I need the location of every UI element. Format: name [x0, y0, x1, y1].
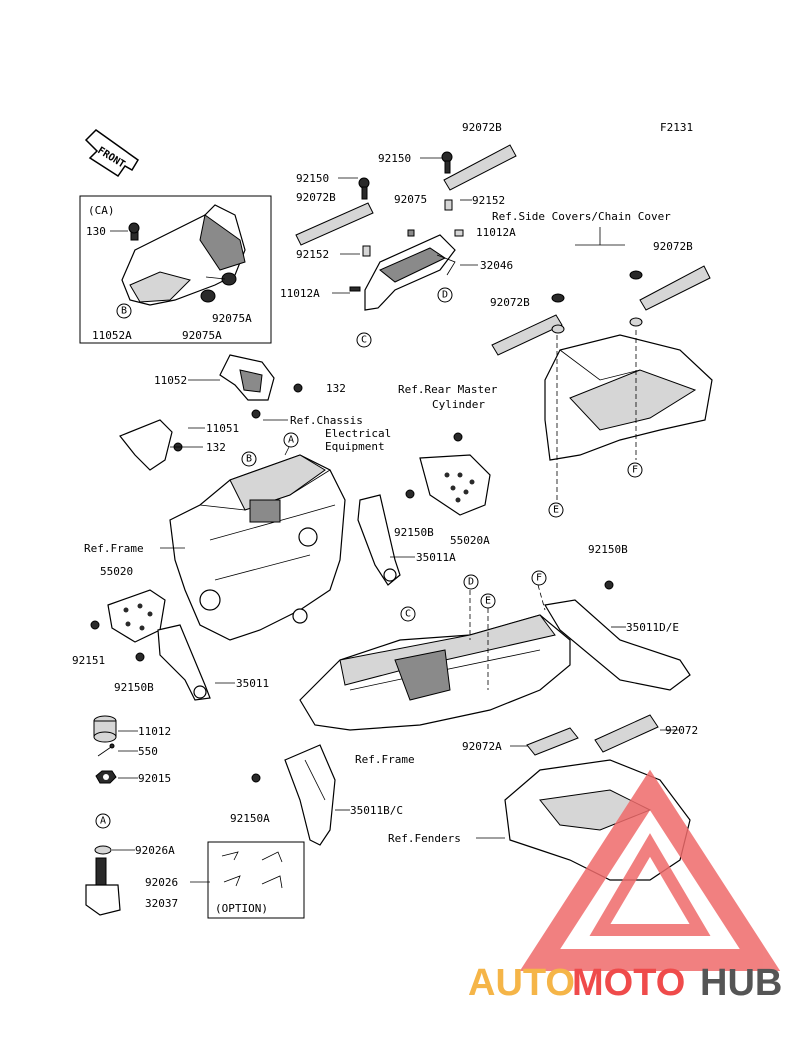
part-11012: 11012: [138, 725, 171, 738]
part-32037: 32037: [145, 897, 178, 910]
part-11012A-a: 11012A: [476, 226, 516, 239]
watermark-moto: MOTO: [572, 962, 685, 1004]
callout-C-top: C: [356, 332, 372, 348]
callout-F-cover: F: [627, 462, 643, 478]
part-550: 550: [138, 745, 158, 758]
footpeg-holders: [90, 432, 491, 701]
part-92075A-a: 92075A: [212, 312, 252, 325]
main-frame: [169, 444, 346, 641]
part-92072B-mid: 92072B: [490, 296, 530, 309]
part-35011BC: 35011B/C: [350, 804, 403, 817]
ref-frame-left: Ref.Frame: [84, 542, 144, 555]
watermark-text: AUTO MOTO HUB: [468, 962, 782, 1004]
part-92151: 92151: [72, 654, 105, 667]
callout-A-frame: A: [283, 432, 299, 448]
part-92150-a: 92150: [378, 152, 411, 165]
svg-text:D: D: [468, 577, 474, 588]
option-shims-box: (OPTION): [207, 841, 305, 919]
mount-brackets: [119, 354, 303, 471]
watermark-hub: HUB: [700, 962, 782, 1004]
lower-subframe: [251, 580, 691, 846]
part-130: 130: [86, 225, 106, 238]
callout-D-sub: D: [463, 574, 479, 590]
ref-chassis-1: Ref.Chassis: [290, 414, 363, 427]
svg-text:F: F: [536, 573, 542, 584]
part-92150A: 92150A: [230, 812, 270, 825]
part-11051: 11051: [206, 422, 239, 435]
ref-side-covers: Ref.Side Covers/Chain Cover: [492, 210, 671, 223]
ref-chassis-3: Equipment: [325, 440, 385, 453]
part-92072B-top: 92072B: [462, 121, 502, 134]
small-parts-column: [85, 715, 121, 916]
part-92015: 92015: [138, 772, 171, 785]
ref-rear-master-1: Ref.Rear Master: [398, 383, 498, 396]
part-55020: 55020: [100, 565, 133, 578]
callout-E-cover: E: [548, 502, 564, 518]
svg-text:F: F: [632, 465, 638, 476]
ref-fenders: Ref.Fenders: [388, 832, 461, 845]
part-92026A: 92026A: [135, 844, 175, 857]
part-11052: 11052: [154, 374, 187, 387]
svg-text:A: A: [288, 435, 294, 446]
svg-text:E: E: [553, 505, 559, 516]
svg-text:C: C: [361, 335, 367, 346]
side-cover-assembly: [491, 227, 713, 500]
part-35011: 35011: [236, 677, 269, 690]
part-132-b: 132: [206, 441, 226, 454]
part-35011DE: 35011D/E: [626, 621, 679, 634]
part-32046: 32046: [480, 259, 513, 272]
part-92072A: 92072A: [462, 740, 502, 753]
part-35011A: 35011A: [416, 551, 456, 564]
ref-rear-master-2: Cylinder: [432, 398, 485, 411]
svg-text:B: B: [246, 454, 252, 465]
part-92075A-b: 92075A: [182, 329, 222, 342]
part-92152-b: 92152: [296, 248, 329, 261]
part-92150B-b: 92150B: [588, 543, 628, 556]
callout-B-frame: B: [241, 451, 257, 467]
top-bracket-assembly: [295, 144, 517, 311]
svg-text:D: D: [442, 290, 448, 301]
ca-box-header: (CA): [88, 204, 115, 217]
figure-code: F2131: [660, 121, 693, 134]
ref-chassis-2: Electrical: [325, 427, 391, 440]
callout-E-sub: E: [480, 593, 496, 609]
watermark-logo: [519, 769, 781, 971]
callout-A-parts: A: [95, 813, 111, 829]
ca-option-box: (CA): [79, 195, 272, 344]
leader-lines: [110, 157, 680, 883]
callout-F-sub: F: [531, 570, 547, 586]
part-92150-b: 92150: [296, 172, 329, 185]
part-92072: 92072: [665, 724, 698, 737]
svg-text:B: B: [121, 306, 127, 317]
part-11052A: 11052A: [92, 329, 132, 342]
callout-C-sub: C: [400, 606, 416, 622]
svg-text:E: E: [485, 596, 491, 607]
part-92152-a: 92152: [472, 194, 505, 207]
svg-text:C: C: [405, 609, 411, 620]
part-92075: 92075: [394, 193, 427, 206]
part-132-a: 132: [326, 382, 346, 395]
ref-frame-bottom: Ref.Frame: [355, 753, 415, 766]
watermark-auto: AUTO: [468, 962, 575, 1004]
part-92072B-b: 92072B: [296, 191, 336, 204]
callout-B-ca: B: [116, 303, 132, 319]
option-label: (OPTION): [215, 902, 268, 915]
part-92150B-a: 92150B: [394, 526, 434, 539]
front-arrow-icon: FRONT: [84, 129, 139, 178]
callout-D-top: D: [437, 287, 453, 303]
part-55020A: 55020A: [450, 534, 490, 547]
svg-text:A: A: [100, 816, 106, 827]
part-11012A-b: 11012A: [280, 287, 320, 300]
part-92150B-c: 92150B: [114, 681, 154, 694]
part-92072B-right: 92072B: [653, 240, 693, 253]
part-92026: 92026: [145, 876, 178, 889]
